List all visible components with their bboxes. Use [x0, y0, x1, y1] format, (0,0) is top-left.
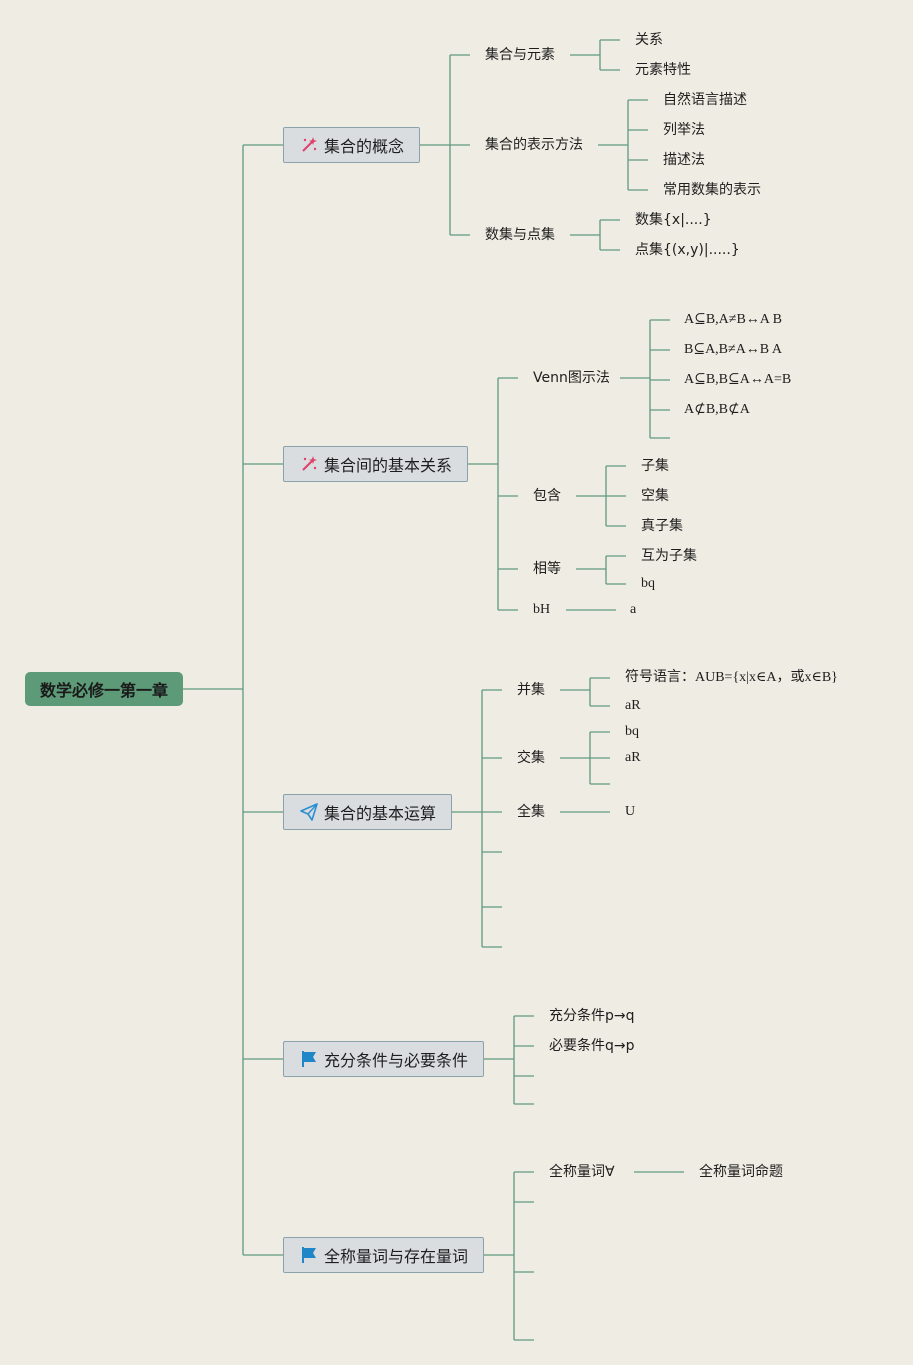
topic-label: 集合的概念 — [324, 137, 405, 156]
leaf-label[interactable]: 关系 — [635, 32, 663, 48]
leaf-label[interactable]: B⊆A,B≠A↔B A — [684, 342, 782, 357]
leaf-label[interactable]: 子集 — [641, 458, 669, 474]
leaf-label[interactable]: aR — [625, 750, 641, 765]
subtopic-label[interactable]: 集合与元素 — [485, 47, 555, 63]
subtopic-label[interactable]: 并集 — [517, 682, 545, 698]
topic-node-set-operations[interactable]: 集合的基本运算 — [283, 794, 452, 830]
leaf-label[interactable]: U — [625, 804, 636, 819]
leaf-label[interactable]: 常用数集的表示 — [663, 182, 761, 198]
subtopic-label[interactable]: 集合的表示方法 — [485, 137, 583, 153]
subtopic-label[interactable]: bH — [533, 602, 551, 617]
topic-node-set-relations[interactable]: 集合间的基本关系 — [283, 446, 468, 482]
subtopic-label[interactable]: Venn图示法 — [533, 370, 610, 386]
subtopic-label[interactable]: 充分条件p→q — [549, 1008, 635, 1024]
leaf-label[interactable]: aR — [625, 698, 641, 713]
leaf-label[interactable]: A⊆B,B⊆A↔A=B — [684, 372, 792, 387]
leaf-label[interactable]: bq — [641, 576, 655, 591]
leaf-label[interactable]: 描述法 — [663, 152, 705, 168]
topic-label: 集合间的基本关系 — [324, 456, 453, 475]
topic-node-set-concept[interactable]: 集合的概念 — [283, 127, 420, 163]
subtopic-label[interactable]: 全集 — [517, 804, 545, 820]
root-node[interactable]: 数学必修一第一章 — [25, 672, 183, 706]
leaf-label[interactable]: 自然语言描述 — [663, 92, 747, 108]
subtopic-label[interactable]: 交集 — [517, 750, 545, 766]
root-label: 数学必修一第一章 — [39, 681, 168, 700]
leaf-label[interactable]: 数集{x|....} — [635, 212, 712, 228]
topic-node-quantifiers[interactable]: 全称量词与存在量词 — [283, 1237, 484, 1273]
leaf-label[interactable]: bq — [625, 724, 639, 739]
leaf-label[interactable]: 真子集 — [641, 518, 683, 534]
leaf-label[interactable]: 列举法 — [663, 122, 705, 138]
leaf-label[interactable]: 空集 — [641, 488, 669, 504]
subtopic-label[interactable]: 数集与点集 — [485, 227, 555, 243]
leaf-label[interactable]: a — [630, 602, 637, 617]
leaf-label[interactable]: 全称量词命题 — [699, 1164, 783, 1180]
flag-icon — [302, 1051, 316, 1067]
flag-icon — [302, 1247, 316, 1263]
topic-label: 集合的基本运算 — [324, 804, 437, 823]
leaf-label[interactable]: A⊄B,B⊄A — [684, 402, 750, 417]
magic-wand-icon — [302, 456, 317, 471]
leaf-label[interactable]: 符号语言：AUB={x|x∈A，或x∈B} — [625, 670, 838, 685]
topic-label: 全称量词与存在量词 — [324, 1247, 469, 1266]
subtopic-label[interactable]: 相等 — [533, 561, 561, 577]
leaf-label[interactable]: A⊆B,A≠B↔A B — [684, 312, 782, 327]
topic-node-conditions[interactable]: 充分条件与必要条件 — [283, 1041, 484, 1077]
subtopic-label[interactable]: 包含 — [533, 488, 561, 504]
topic-label: 充分条件与必要条件 — [324, 1051, 469, 1070]
subtopic-label[interactable]: 必要条件q→p — [549, 1038, 635, 1054]
subtopic-label[interactable]: 全称量词∀ — [549, 1164, 615, 1180]
magic-wand-icon — [302, 137, 317, 152]
leaf-label[interactable]: 点集{(x,y)|.....} — [635, 242, 740, 258]
leaf-label[interactable]: 元素特性 — [635, 62, 691, 78]
leaf-label[interactable]: 互为子集 — [641, 548, 697, 564]
paper-plane-icon — [300, 803, 318, 821]
